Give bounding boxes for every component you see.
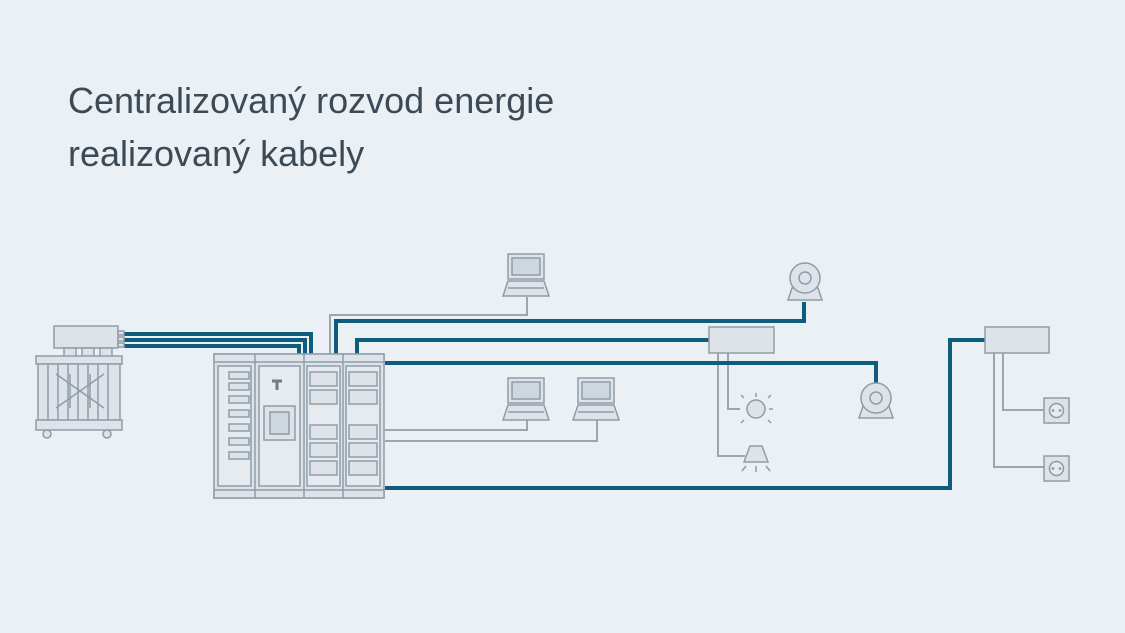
line-to-socket-1 [1002, 353, 1044, 411]
lamp-icon-bulb [740, 393, 773, 424]
laptop-icon-top [501, 253, 551, 297]
transformer-icon [35, 325, 125, 439]
line-to-mid-computer-1 [385, 420, 528, 431]
line-to-top-computer [329, 297, 528, 355]
distribution-box-icon-2 [984, 326, 1050, 354]
cable-transformer-2 [124, 338, 307, 355]
cable-transformer-1 [124, 332, 313, 355]
switchboard-icon [213, 353, 385, 499]
cable-to-motor-2 [385, 361, 878, 384]
motor-icon-1 [786, 262, 824, 301]
distribution-box-icon-1 [708, 326, 775, 354]
cable-to-motor-1 [334, 302, 806, 355]
socket-icon-1 [1043, 397, 1070, 424]
cable-to-distribution-box-2 [385, 338, 985, 490]
power-cables [124, 302, 985, 490]
line-to-lamp-1 [727, 353, 740, 410]
motor-icon-2 [857, 382, 895, 419]
thin-connection-lines [329, 297, 1044, 468]
line-to-lamp-2 [717, 353, 745, 457]
laptop-icon-mid-2 [571, 377, 621, 421]
cable-to-distribution-box-1 [355, 338, 709, 355]
line-to-mid-computer-2 [385, 420, 598, 442]
lamp-icon-ceiling [741, 445, 771, 472]
line-to-socket-2 [993, 353, 1044, 468]
cable-transformer-3 [124, 344, 301, 355]
socket-icon-2 [1043, 455, 1070, 482]
title-line-2: realizovaný kabely [68, 133, 365, 174]
laptop-icon-mid-1 [501, 377, 551, 421]
page-title: Centralizovaný rozvod energie realizovan… [68, 74, 554, 180]
title-line-1: Centralizovaný rozvod energie [68, 80, 555, 121]
